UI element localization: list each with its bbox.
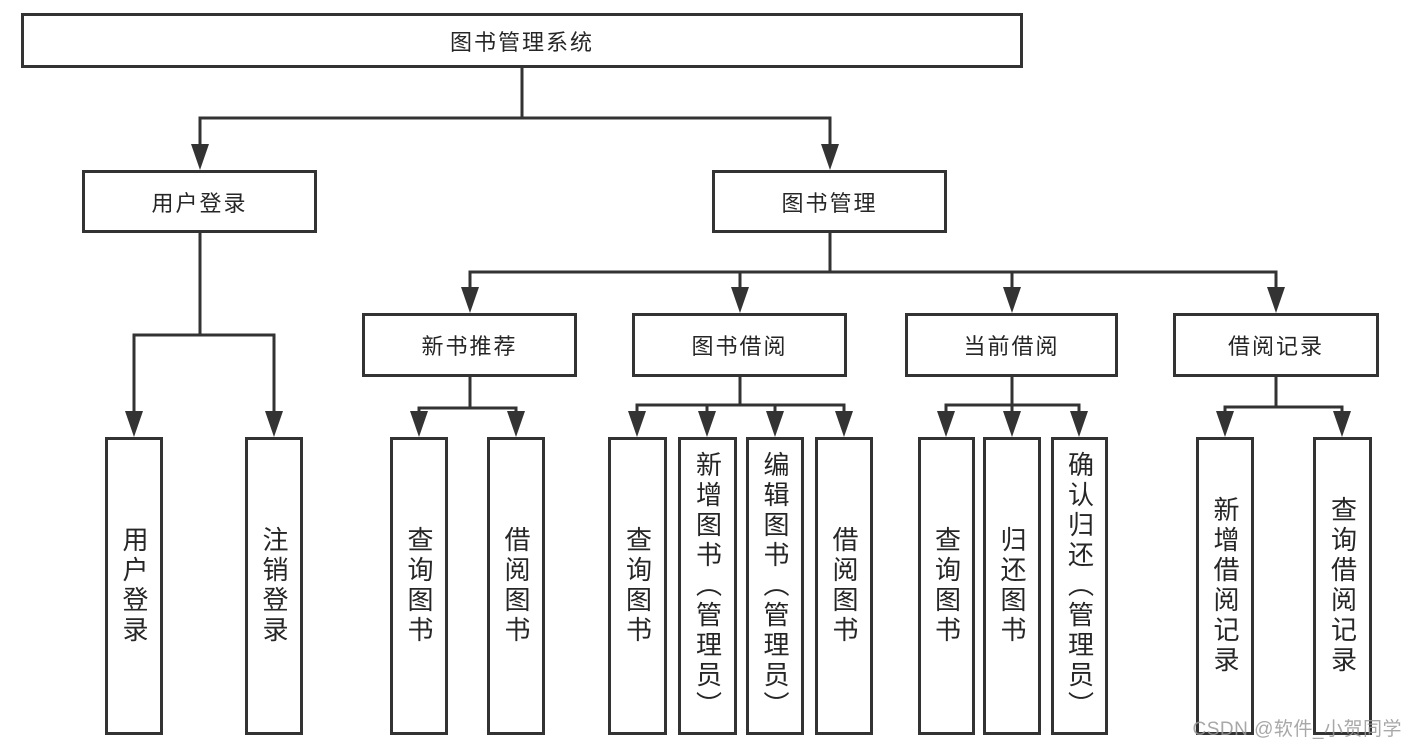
node-leaf-logout: 注销登录 (245, 437, 303, 735)
node-book-borrowing: 图书借阅 (632, 313, 847, 377)
node-leaf-edit-books-admin: 编辑图书（管理员） (746, 437, 804, 735)
csdn-watermark: CSDN @软件_小贺同学 (1192, 719, 1402, 740)
node-borrowing-records: 借阅记录 (1173, 313, 1379, 377)
node-leaf-borrow-books-recommend: 借阅图书 (487, 437, 545, 735)
node-leaf-confirm-return-admin: 确认归还（管理员） (1051, 437, 1108, 735)
node-leaf-query-books-recommend: 查询图书 (390, 437, 448, 735)
node-user-login: 用户登录 (82, 170, 317, 233)
node-leaf-add-books-admin: 新增图书（管理员） (678, 437, 737, 735)
node-leaf-return-books: 归还图书 (983, 437, 1041, 735)
node-library-management-system: 图书管理系统 (21, 13, 1023, 68)
node-leaf-borrow-books: 借阅图书 (815, 437, 873, 735)
node-leaf-add-borrow-record: 新增借阅记录 (1196, 437, 1254, 735)
node-current-borrowing: 当前借阅 (905, 313, 1118, 377)
node-new-book-recommendation: 新书推荐 (362, 313, 577, 377)
node-leaf-query-borrow-record: 查询借阅记录 (1313, 437, 1372, 735)
node-leaf-query-books-current: 查询图书 (918, 437, 975, 735)
node-book-management: 图书管理 (712, 170, 947, 233)
node-leaf-user-login: 用户登录 (105, 437, 163, 735)
node-leaf-query-books-borrowing: 查询图书 (608, 437, 667, 735)
